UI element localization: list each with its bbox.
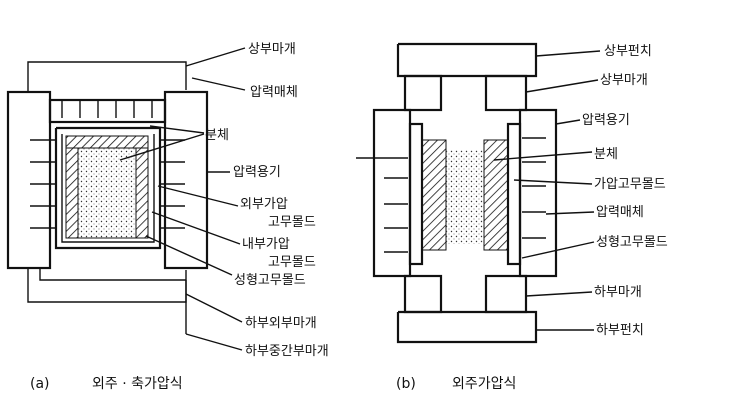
- b-right-arrows: [522, 137, 546, 239]
- b-caption-marker: (b): [396, 376, 416, 392]
- a-label-outer-pressure-2: 고무몰드: [268, 215, 316, 230]
- b-upper-punch: [396, 42, 538, 78]
- a-label-outer-pressure-1: 외부가압: [240, 197, 288, 212]
- b-upper-cover-right: [484, 74, 528, 112]
- b-label-body: 분체: [594, 147, 618, 162]
- a-powder: [77, 147, 137, 239]
- a-label-pressure-medium: 압력매체: [250, 85, 298, 100]
- b-left-arrows: [356, 157, 408, 253]
- a-left-arrows: [30, 139, 55, 229]
- b-label-pressure-vessel: 압력용기: [582, 113, 630, 128]
- a-label-forming-rubber: 성형고무몰드: [234, 273, 306, 288]
- a-right-arrows: [161, 139, 185, 229]
- a-leaders: [119, 47, 246, 351]
- a-hatch-right: [135, 147, 149, 239]
- b-label-upper-cover: 상부마개: [600, 73, 648, 88]
- a-vessel-left: [6, 90, 52, 270]
- b-hatch-right: [483, 139, 509, 251]
- b-label-lower-punch: 하부펀치: [596, 323, 644, 338]
- b-label-upper-punch: 상부펀치: [604, 44, 652, 59]
- b-powder: [446, 150, 484, 244]
- b-upper-cover-left: [403, 74, 443, 112]
- b-leaders: [493, 50, 601, 331]
- a-label-inner-pressure-2: 고무몰드: [268, 255, 316, 270]
- b-lower-punch: [396, 310, 538, 344]
- a-label-lower-outer-cover: 하부외부마개: [245, 316, 317, 331]
- b-hatch-left: [421, 139, 447, 251]
- b-lower-cover-right: [484, 274, 528, 314]
- a-upper-cover: [48, 98, 167, 124]
- b-label-forming-rubber: 성형고무몰드: [596, 235, 668, 250]
- a-label-inner-pressure-1: 내부가압: [242, 237, 290, 252]
- a-label-lower-middle-cover: 하부중간부마개: [245, 344, 329, 359]
- b-label-lower-cover: 하부마개: [594, 285, 642, 300]
- a-caption-text: 외주 · 축가압식: [92, 376, 183, 392]
- b-label-pressure-rubber: 가압고무몰드: [594, 177, 666, 192]
- a-label-pressure-vessel: 압력용기: [233, 165, 281, 180]
- a-hatch-top: [65, 135, 149, 149]
- figure-a: 상부마개 압력매체 분체 압력용기 외부가압 고무몰드 내부가압 고무몰드 성형…: [6, 42, 329, 392]
- a-label-body: 분체: [205, 128, 229, 143]
- a-vessel-right: [163, 90, 209, 270]
- a-outer-rubber-mold: [54, 126, 162, 250]
- a-inner-rubber-mold: [61, 134, 155, 243]
- a-lower-middle-frame: [39, 268, 187, 334]
- a-top-arrows: [61, 100, 153, 118]
- a-caption-marker: (a): [30, 376, 50, 392]
- b-lower-cover-left: [403, 274, 443, 314]
- a-hatch-left: [65, 147, 79, 239]
- figure-b: 상부펀치 상부마개 압력용기 분체 가압고무몰드 압력매체 성형고무몰드 하부마…: [356, 42, 668, 392]
- b-caption-text: 외주가압식: [452, 376, 516, 392]
- a-label-upper-cover: 상부마개: [248, 42, 296, 57]
- b-rubber-left: [408, 122, 424, 266]
- b-label-pressure-medium: 압력매체: [596, 205, 644, 220]
- b-rubber-right: [506, 122, 522, 266]
- b-vessel-left: [372, 108, 412, 278]
